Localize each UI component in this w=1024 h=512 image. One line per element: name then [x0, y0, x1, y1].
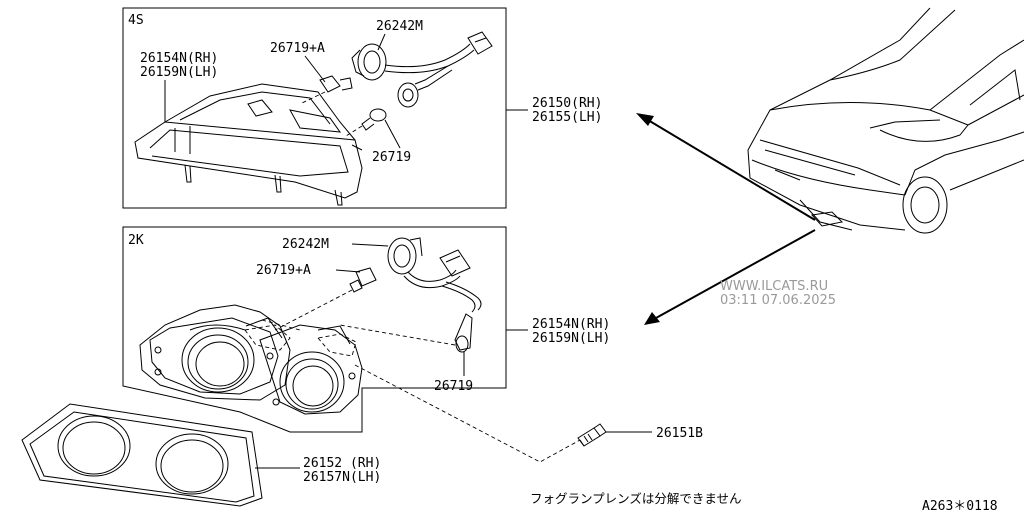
label-top-socket: 26242M: [376, 19, 423, 34]
leader-top-bulb: [384, 119, 401, 149]
bezel-drawing: [21, 403, 263, 507]
leader-top-socket: [377, 33, 386, 51]
label-bottom-bulb: 26719: [434, 379, 473, 394]
top-bulb-drawing: [345, 108, 387, 137]
top-bulb-a-drawing: [299, 75, 353, 105]
label-assy-bottom-rh: 26154N(RH): [532, 317, 610, 332]
arrow-to-bottom-assembly: [644, 229, 816, 325]
bottom-bulb-drawing: [339, 313, 473, 353]
leader-bottom-socket: [351, 243, 389, 247]
label-assy-top-rh: 26150(RH): [532, 96, 602, 111]
top-fog-lamp-drawing: [134, 83, 363, 206]
label-bezel-rh: 26152 (RH): [303, 456, 381, 471]
bottom-fog-lamp-drawing: [139, 304, 363, 415]
arrow-to-top-assembly: [636, 113, 816, 221]
bolt-drawing: [577, 423, 607, 447]
label-top-bulb: 26719: [372, 150, 411, 165]
label-bolt: 26151B: [656, 426, 703, 441]
leader-top-bulb-a: [304, 55, 326, 83]
label-top-bulb-a: 26719+A: [270, 41, 325, 56]
diagram-code: A263＊0118: [922, 499, 998, 512]
label-top-lamp-lh: 26159N(LH): [140, 65, 218, 80]
bottom-panel-variant: 2K: [128, 233, 144, 248]
label-assy-bottom-lh: 26159N(LH): [532, 331, 610, 346]
bottom-socket-drawing: [387, 237, 482, 313]
bottom-panel-frame: [122, 226, 507, 433]
label-bezel-lh: 26157N(LH): [303, 470, 381, 485]
car-drawing: [747, 7, 1024, 234]
top-socket-drawing: [351, 31, 493, 108]
watermark-timestamp: 03:11 07.06.2025: [720, 293, 836, 308]
bolt-dashed-path: [354, 364, 581, 463]
note-lens-not-disassemblable: フォグランプレンズは分解できません: [530, 491, 742, 506]
top-panel-frame: [122, 7, 507, 209]
bottom-bulb-a-drawing: [274, 267, 377, 331]
label-bottom-socket: 26242M: [282, 237, 329, 252]
top-panel-variant: 4S: [128, 13, 144, 28]
label-assy-top-lh: 26155(LH): [532, 110, 602, 125]
watermark-site: WWW.ILCATS.RU: [720, 279, 828, 294]
label-bottom-bulb-a: 26719+A: [256, 263, 311, 278]
label-top-lamp-rh: 26154N(RH): [140, 51, 218, 66]
